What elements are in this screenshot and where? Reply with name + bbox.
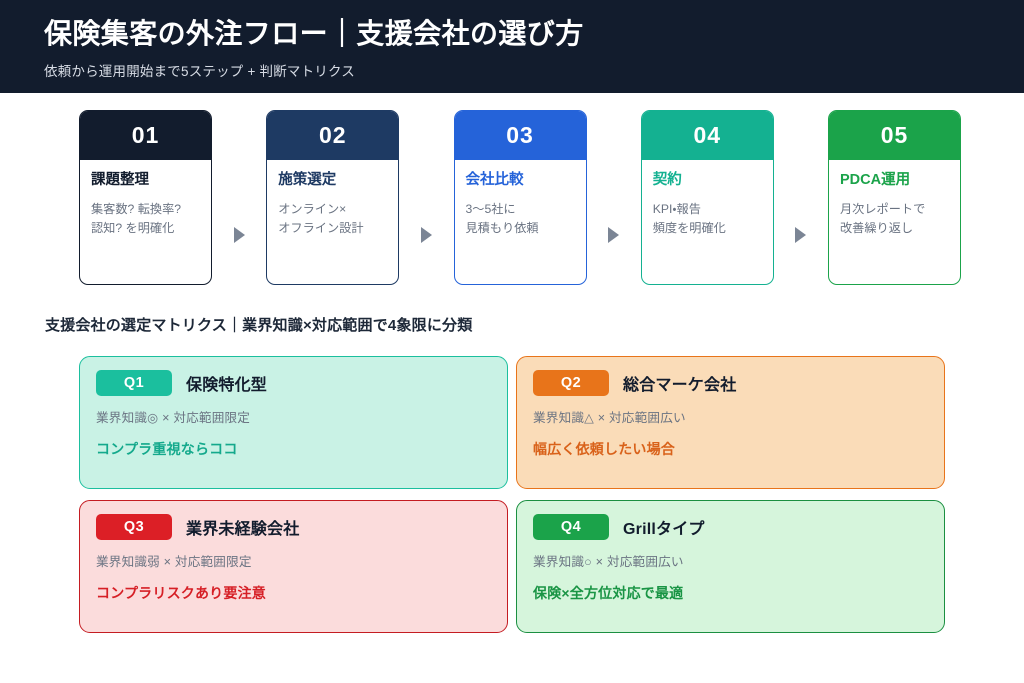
- step-title-03: 会社比較: [465, 172, 524, 188]
- step-body-05: PDCA運用 月次レポートで 改善繰り返し: [829, 160, 960, 238]
- step-desc-04: KPI・報告 頻度を明確化: [652, 202, 726, 236]
- quadrant-badge-q1: Q1: [96, 370, 172, 396]
- step-flow: 01 課題整理 集客数? 転換率? 認知? を明確化 02 施策選定 オンライン…: [79, 110, 961, 287]
- page-header: 保険集客の外注フロー｜支援会社の選び方 依頼から運用開始まで5ステップ + 判断…: [0, 0, 1024, 93]
- quadrant-name-q4: Grillタイプ: [623, 521, 705, 538]
- quadrant-badge-q4: Q4: [533, 514, 609, 540]
- step-arrow-3: [587, 110, 641, 287]
- quadrant-card-q2[interactable]: Q2 総合マーケ会社 業界知識△ × 対応範囲広い 幅広く依頼したい場合: [516, 356, 945, 489]
- quadrant-head-q4: Q4 Grillタイプ: [533, 514, 928, 540]
- step-body-04: 契約 KPI・報告 頻度を明確化: [642, 160, 773, 238]
- step-card-03[interactable]: 03 会社比較 3〜5社に 見積もり依頼: [453, 110, 587, 285]
- quadrant-head-q1: Q1 保険特化型: [96, 370, 491, 396]
- matrix-heading: 支援会社の選定マトリクス｜業界知識×対応範囲で4象限に分類: [45, 317, 473, 334]
- step-desc-02: オンライン× オフライン設計: [278, 202, 364, 236]
- quadrant-badge-q2: Q2: [533, 370, 609, 396]
- step-number-05: 05: [829, 111, 960, 160]
- step-number-01: 01: [80, 111, 211, 160]
- step-card-02[interactable]: 02 施策選定 オンライン× オフライン設計: [266, 110, 400, 285]
- step-desc-01: 集客数? 転換率? 認知? を明確化: [91, 202, 182, 236]
- step-arrow-4: [774, 110, 828, 287]
- step-desc-03: 3〜5社に 見積もり依頼: [465, 202, 539, 236]
- quadrant-note-q3: コンプラリスクあり要注意: [96, 585, 266, 601]
- step-arrow-1: [212, 110, 266, 287]
- quadrant-head-q2: Q2 総合マーケ会社: [533, 370, 928, 396]
- quadrant-card-q1[interactable]: Q1 保険特化型 業界知識◎ × 対応範囲限定 コンプラ重視ならココ: [79, 356, 508, 489]
- page-title: 保険集客の外注フロー｜支援会社の選び方: [44, 18, 584, 49]
- step-body-02: 施策選定 オンライン× オフライン設計: [267, 160, 398, 238]
- quadrant-card-q3[interactable]: Q3 業界未経験会社 業界知識弱 × 対応範囲限定 コンプラリスクあり要注意: [79, 500, 508, 633]
- triangle-right-icon: [420, 226, 432, 243]
- step-number-02: 02: [267, 111, 399, 160]
- step-number-04: 04: [641, 111, 773, 160]
- quadrant-head-q3: Q3 業界未経験会社: [96, 514, 491, 540]
- step-title-02: 施策選定: [278, 172, 337, 188]
- quadrant-axis-q1: 業界知識◎ × 対応範囲限定: [96, 411, 251, 425]
- quadrant-badge-q3: Q3: [96, 514, 172, 540]
- step-body-03: 会社比較 3〜5社に 見積もり依頼: [455, 160, 586, 238]
- quadrant-note-q4: 保険×全方位対応で最適: [533, 585, 684, 601]
- quadrant-axis-q3: 業界知識弱 × 対応範囲限定: [96, 555, 252, 569]
- step-title-05: PDCA運用: [840, 172, 911, 188]
- step-card-05[interactable]: 05 PDCA運用 月次レポートで 改善繰り返し: [828, 110, 961, 285]
- step-arrow-2: [399, 110, 453, 287]
- quadrant-name-q3: 業界未経験会社: [186, 521, 300, 538]
- triangle-right-icon: [795, 226, 807, 243]
- matrix-quadrants: Q1 保険特化型 業界知識◎ × 対応範囲限定 コンプラ重視ならココ Q2 総合…: [79, 356, 945, 633]
- step-desc-05: 月次レポートで 改善繰り返し: [840, 202, 926, 236]
- quadrant-name-q1: 保険特化型: [186, 377, 268, 394]
- triangle-right-icon: [233, 226, 245, 243]
- step-card-04[interactable]: 04 契約 KPI・報告 頻度を明確化: [640, 110, 774, 285]
- quadrant-axis-q4: 業界知識○ × 対応範囲広い: [533, 555, 684, 569]
- quadrant-note-q2: 幅広く依頼したい場合: [533, 441, 675, 457]
- step-card-01[interactable]: 01 課題整理 集客数? 転換率? 認知? を明確化: [79, 110, 212, 285]
- quadrant-axis-q2: 業界知識△ × 対応範囲広い: [533, 411, 686, 425]
- quadrant-note-q1: コンプラ重視ならココ: [96, 441, 238, 457]
- quadrant-name-q2: 総合マーケ会社: [623, 377, 737, 394]
- triangle-right-icon: [608, 226, 620, 243]
- quadrant-card-q4[interactable]: Q4 Grillタイプ 業界知識○ × 対応範囲広い 保険×全方位対応で最適: [516, 500, 945, 633]
- page-subtitle: 依頼から運用開始まで5ステップ + 判断マトリクス: [44, 64, 355, 79]
- step-title-01: 課題整理: [91, 172, 149, 188]
- step-title-04: 契約: [652, 172, 682, 188]
- step-body-01: 課題整理 集客数? 転換率? 認知? を明確化: [80, 160, 211, 238]
- step-number-03: 03: [454, 111, 586, 160]
